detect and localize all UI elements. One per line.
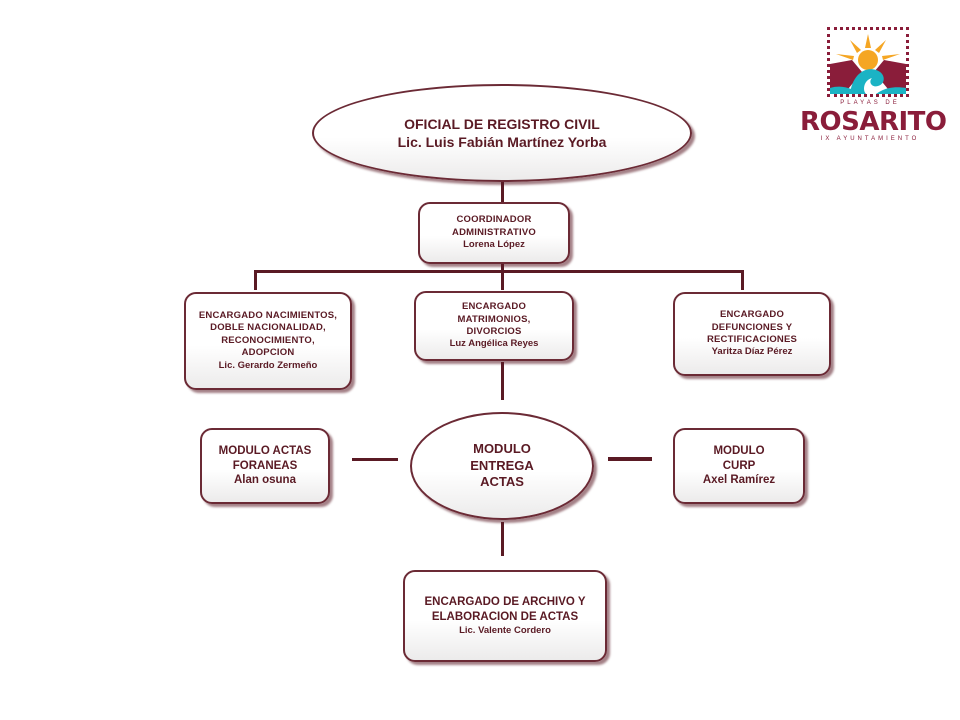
rosarito-logo: PLAYAS DE ROSARITO IX AYUNTAMIENTO	[800, 24, 947, 148]
archive-line-2: ELABORACION DE ACTAS	[431, 610, 579, 623]
connector-coordinator-bus	[501, 262, 504, 272]
births-line-1: ENCARGADO NACIMIENTOS,	[198, 310, 338, 322]
logo-top-text: PLAYAS DE	[840, 100, 900, 106]
archive-line-1: ENCARGADO DE ARCHIVO Y	[424, 595, 586, 608]
delivery-line-2: ENTREGA	[470, 457, 534, 473]
coordinator-title-2: ADMINISTRATIVO	[452, 226, 536, 238]
deaths-name: Yaritza Díaz Pérez	[711, 346, 793, 358]
connector-bus-deaths	[741, 270, 744, 290]
deaths-line-1: ENCARGADO	[719, 309, 785, 321]
curp-name: Axel Ramírez	[702, 474, 776, 487]
node-births: ENCARGADO NACIMIENTOS, DOBLE NACIONALIDA…	[184, 292, 352, 390]
delivery-line-3: ACTAS	[480, 474, 524, 490]
connector-bus-marriages	[501, 270, 504, 290]
node-curp: MODULO CURP Axel Ramírez	[673, 428, 805, 504]
marriages-line-2: MATRIMONIOS,	[457, 313, 531, 325]
connector-marriages-delivery	[501, 362, 504, 400]
connector-delivery-curp	[608, 457, 652, 461]
births-line-3: RECONOCIMIENTO,	[221, 334, 315, 346]
connector-horizontal-bus	[254, 270, 744, 273]
node-marriages: ENCARGADO MATRIMONIOS, DIVORCIOS Luz Ang…	[414, 291, 574, 361]
marriages-line-1: ENCARGADO	[461, 301, 527, 313]
foreign-line-2: FORANEAS	[232, 459, 298, 472]
connector-delivery-archive	[501, 522, 504, 556]
emblem-drawing	[830, 30, 906, 94]
births-name: Lic. Gerardo Zermeño	[218, 359, 318, 371]
deaths-line-3: RECTIFICACIONES	[706, 334, 798, 345]
root-name: Lic. Luis Fabián Martínez Yorba	[397, 134, 607, 150]
marriages-line-3: DIVORCIOS	[466, 326, 522, 337]
logo-bottom-text: IX AYUNTAMIENTO	[820, 136, 920, 142]
births-line-2: DOBLE NACIONALIDAD,	[210, 322, 326, 334]
sun-wave-emblem-icon	[827, 27, 909, 97]
marriages-name: Luz Angélica Reyes	[449, 338, 539, 350]
delivery-line-1: MODULO	[473, 440, 531, 456]
archive-name: Lic. Valente Cordero	[459, 624, 551, 636]
curp-line-2: CURP	[722, 459, 756, 472]
node-delivery: MODULO ENTREGA ACTAS	[410, 412, 594, 520]
node-archive: ENCARGADO DE ARCHIVO Y ELABORACION DE AC…	[403, 570, 607, 662]
connector-bus-births	[254, 270, 257, 290]
foreign-line-1: MODULO ACTAS	[218, 444, 312, 457]
node-coordinator: COORDINADOR ADMINISTRATIVO Lorena López	[418, 202, 570, 264]
logo-wordmark: ROSARITO	[800, 107, 947, 137]
deaths-line-2: DEFUNCIONES Y	[711, 321, 793, 333]
coordinator-name: Lorena López	[463, 239, 525, 251]
connector-root-coordinator	[501, 182, 504, 204]
foreign-name: Alan osuna	[234, 474, 296, 487]
births-line-4: ADOPCION	[241, 347, 295, 359]
curp-line-1: MODULO	[713, 444, 765, 457]
connector-foreign-delivery	[352, 458, 398, 461]
root-node-oficial: OFICIAL DE REGISTRO CIVIL Lic. Luis Fabi…	[312, 84, 692, 182]
node-deaths: ENCARGADO DEFUNCIONES Y RECTIFICACIONES …	[673, 292, 831, 376]
node-foreign: MODULO ACTAS FORANEAS Alan osuna	[200, 428, 330, 504]
root-title: OFICIAL DE REGISTRO CIVIL	[404, 115, 600, 132]
coordinator-title-1: COORDINADOR	[456, 214, 532, 226]
